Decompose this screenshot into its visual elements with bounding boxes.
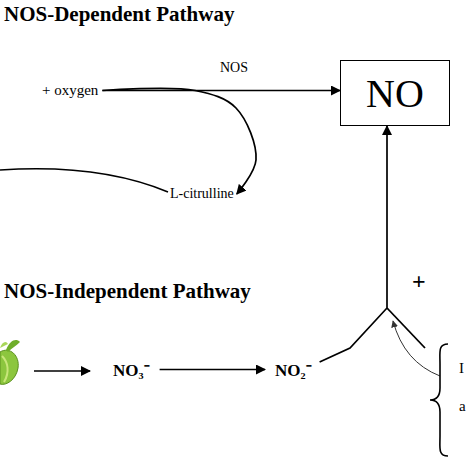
edge-label: NOS [220,60,248,76]
reaction-arrow [102,88,256,194]
vegetable-icon [0,340,20,384]
node-text: NO₃⁻ [113,358,150,381]
ion-term: NO₃⁻ [103,358,160,381]
curly-bracket [430,344,448,456]
byproduct-term: L-citrulline [168,186,236,202]
reaction-arrow [320,126,387,362]
junction-arm [387,308,425,348]
reaction-arrow [160,369,265,371]
intake-arrow [34,370,90,372]
plus-sign: + [412,268,426,295]
reaction-arrow [102,90,340,92]
node-text: NO [366,70,424,117]
node-text: + oxygen [42,82,98,99]
ion-term: NO₂⁻ [265,358,322,381]
cropped-text: I [459,360,464,377]
recycle-curve [0,169,168,192]
product-box: NO [340,60,450,126]
reactant-term: + oxygen [38,82,102,99]
node-text: NO₂⁻ [275,358,312,381]
cofactor-arrow [393,321,440,376]
pathway-heading: NOS-Independent Pathway [4,279,251,304]
cropped-text: a [459,398,466,415]
node-text: L-citrulline [170,186,234,202]
pathway-heading: NOS-Dependent Pathway [4,2,234,27]
